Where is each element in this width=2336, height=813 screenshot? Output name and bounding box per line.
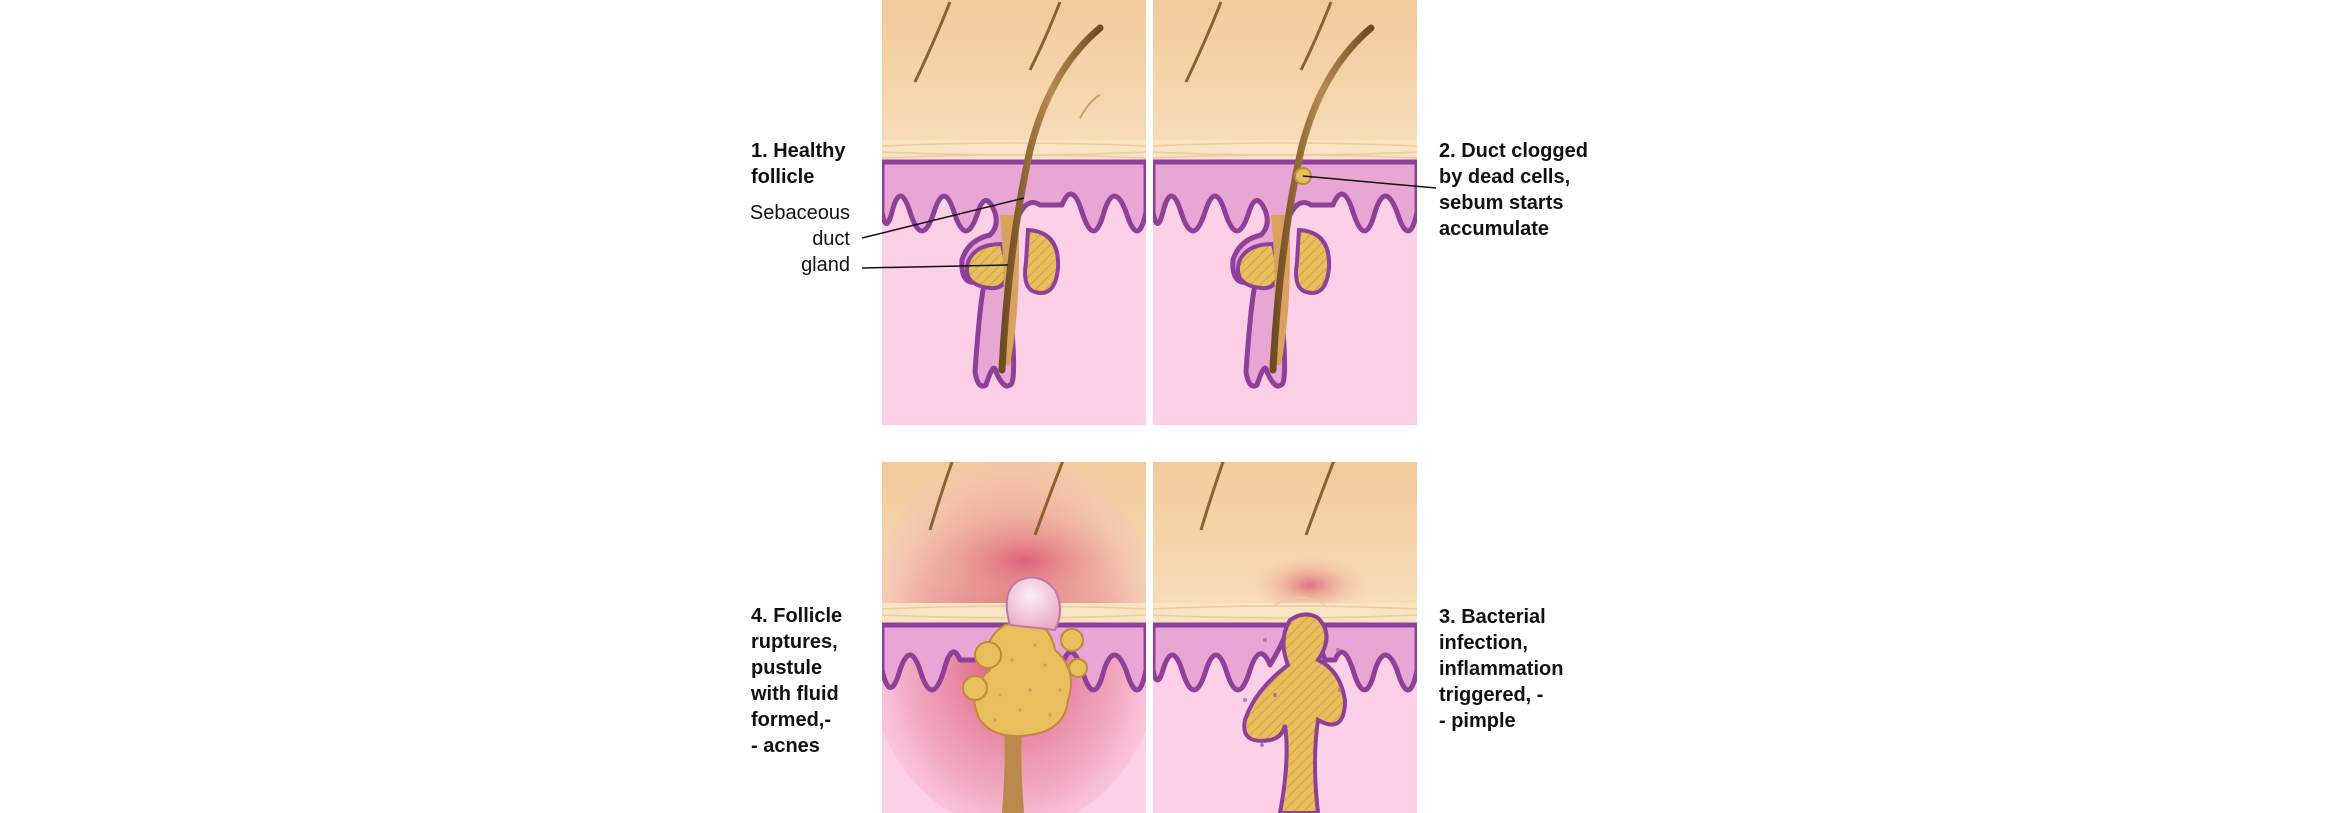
caption-healthy-follicle: 1. Healthy follicle xyxy=(751,140,846,188)
label-gland: gland xyxy=(801,254,850,276)
hair-shaft xyxy=(998,24,1104,374)
label-sebaceous: Sebaceous xyxy=(749,202,850,224)
caption-bacterial-infection: 3. Bacterial infection, inflammation tri… xyxy=(1439,606,1564,732)
caption-follicle-rupture: 4. Follicle ruptures, pustule with fluid… xyxy=(751,605,843,757)
panel-clogged-duct xyxy=(1153,0,1417,425)
gland-leader xyxy=(861,264,1009,269)
panel-bacterial-infection xyxy=(1153,462,1417,813)
sebaceous-duct-leader xyxy=(861,197,1025,239)
caption-clogged-duct: 2. Duct clogged by dead cells, sebum sta… xyxy=(1439,140,1588,240)
label-duct: duct xyxy=(812,228,850,250)
panel-follicle-rupture xyxy=(882,462,1146,813)
inflamed-follicle xyxy=(1242,612,1348,813)
pustule-head xyxy=(1005,576,1061,632)
basement-membrane xyxy=(882,159,1146,389)
clog-leader xyxy=(1302,175,1437,189)
panel-healthy-follicle xyxy=(882,0,1146,425)
